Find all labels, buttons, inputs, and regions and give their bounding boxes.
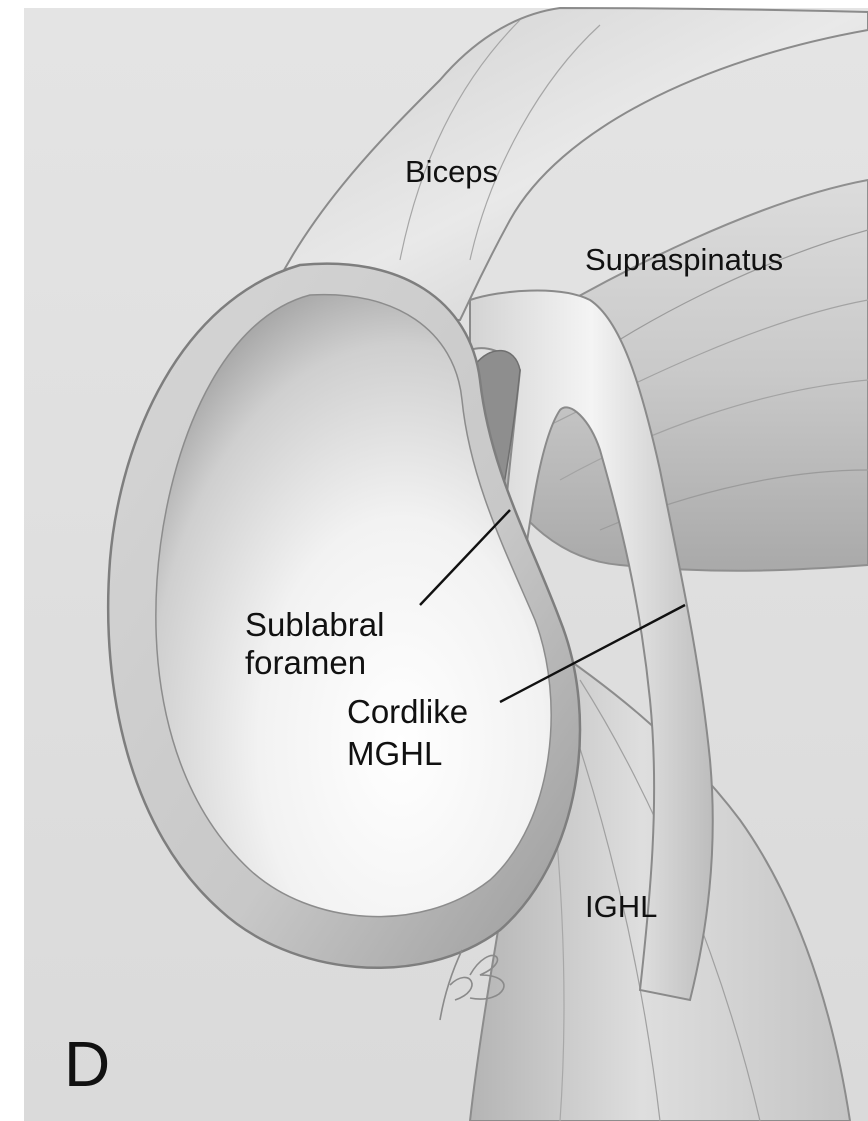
sublabral-foramen-label-line2: foramen <box>245 644 366 681</box>
sublabral-foramen-label-line1: Sublabral <box>245 606 384 643</box>
cordlike-mghl-label-line2: MGHL <box>347 735 442 772</box>
ighl-label: IGHL <box>585 889 657 924</box>
cordlike-mghl-label-line1: Cordlike <box>347 693 468 730</box>
panel-letter: D <box>64 1028 110 1100</box>
biceps-label: Biceps <box>405 154 498 189</box>
supraspinatus-label: Supraspinatus <box>585 242 783 277</box>
